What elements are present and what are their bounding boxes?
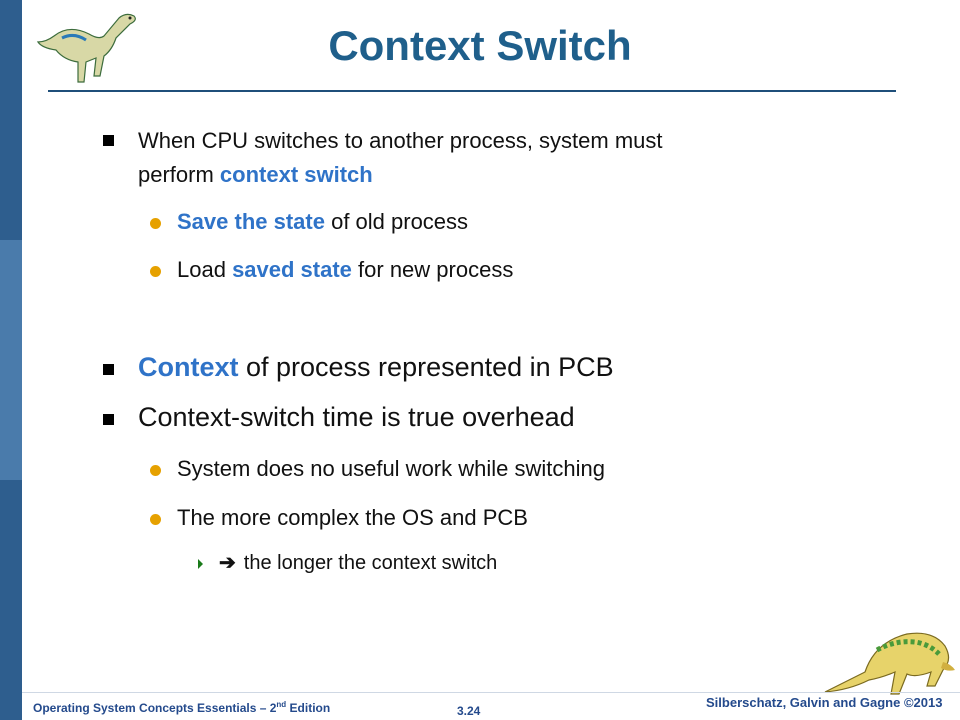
- sub-bullet-text: Save the state of old process: [177, 209, 468, 235]
- highlight-term: saved state: [232, 257, 352, 282]
- bullet-text: Context of process represented in PCB: [138, 352, 614, 383]
- title-underline: [48, 90, 896, 92]
- square-bullet: [103, 135, 114, 146]
- square-bullet: [103, 364, 114, 375]
- triangle-bullet: [198, 559, 203, 569]
- footer-book-title: Operating System Concepts Essentials – 2…: [33, 700, 330, 715]
- footer-title-text: Operating System Concepts Essentials – 2: [33, 701, 277, 715]
- bullet-text-segment: for new process: [351, 257, 514, 282]
- bullet-text-segment: The more complex the OS and PCB: [177, 505, 528, 530]
- sub-bullet-text: Load saved state for new process: [177, 257, 513, 283]
- square-bullet: [103, 414, 114, 425]
- sub-bullet-text: The more complex the OS and PCB: [177, 505, 528, 531]
- left-sidebar-bottom: [0, 480, 22, 720]
- bullet-text-segment: of process represented in PCB: [238, 352, 614, 382]
- bullet-text-segment: System does no useful work while switchi…: [177, 456, 605, 481]
- bullet-text-segment: perform: [138, 162, 220, 187]
- highlight-term: Save the state: [177, 209, 325, 234]
- round-bullet: [150, 465, 161, 476]
- left-sidebar-middle: [0, 240, 22, 480]
- arrow-icon: ➔: [219, 552, 236, 574]
- sub-sub-bullet-text: ➔ the longer the context switch: [219, 550, 497, 575]
- sub-bullet-text: System does no useful work while switchi…: [177, 456, 605, 482]
- dinosaur-logo-bottom: [824, 632, 955, 695]
- footer-rule: [22, 692, 960, 693]
- round-bullet: [150, 218, 161, 229]
- bullet-text: Context-switch time is true overhead: [138, 402, 575, 433]
- bullet-text-segment: When CPU switches to another process, sy…: [138, 128, 663, 153]
- page-number: 3.24: [457, 704, 481, 718]
- bullet-text-segment: Context-switch time is true overhead: [138, 402, 575, 432]
- footer-title-superscript: nd: [276, 700, 287, 709]
- bullet-text-segment: Load: [177, 257, 233, 282]
- bullet-text: When CPU switches to another process, sy…: [138, 128, 663, 154]
- footer-authors: Silberschatz, Galvin and Gagne ©2013: [706, 695, 943, 710]
- round-bullet: [150, 514, 161, 525]
- footer-title-tail: Edition: [286, 701, 331, 715]
- round-bullet: [150, 266, 161, 277]
- slide-title: Context Switch: [328, 22, 632, 69]
- left-sidebar-top: [0, 0, 22, 240]
- highlight-term: Context: [138, 352, 239, 382]
- highlight-term: context switch: [219, 162, 373, 187]
- bullet-text-segment: the longer the context switch: [243, 552, 498, 574]
- bullet-text-segment: of old process: [324, 209, 469, 234]
- bullet-text-line2: perform context switch: [138, 162, 373, 188]
- dinosaur-logo-top: [36, 13, 136, 83]
